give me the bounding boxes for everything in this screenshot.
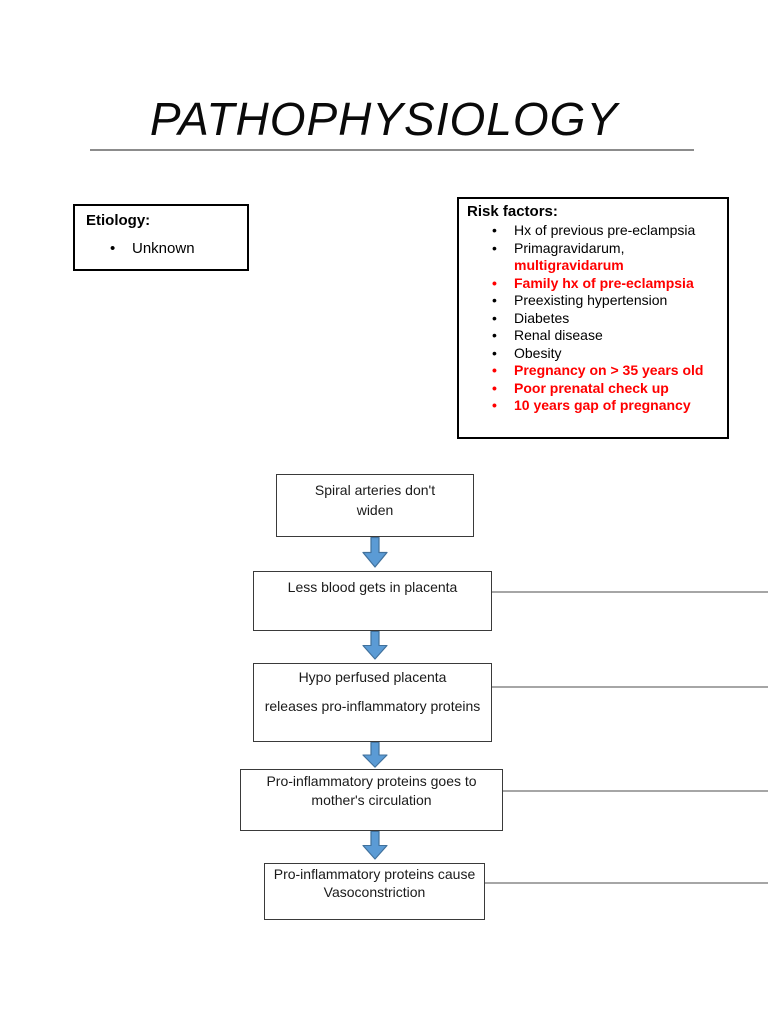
flow-step-line: Less blood gets in placenta — [287, 579, 458, 595]
bullet-item: • 10 years gap of pregnancy — [459, 397, 727, 415]
flow-step-line: releases pro-inflammatory proteins — [264, 698, 481, 714]
bullet-icon: • — [492, 344, 497, 361]
bullet-item: multigravidarum — [459, 257, 727, 275]
flow-step-line: widen — [356, 502, 394, 518]
bullet-item: • Pregnancy on > 35 years old — [459, 362, 727, 380]
connector-line — [503, 790, 768, 792]
bullet-icon: • — [492, 239, 497, 256]
down-arrow-icon — [362, 631, 388, 660]
bullet-label: 10 years gap of pregnancy — [514, 397, 691, 413]
bullet-item: • Obesity — [459, 345, 727, 363]
title-underline — [90, 149, 694, 151]
etiology-box: Etiology: • Unknown — [73, 204, 249, 271]
flow-step-line: Pro-inflammatory proteins cause — [273, 866, 476, 882]
arrow-shape — [362, 831, 388, 860]
bullet-icon: • — [492, 379, 497, 396]
bullet-item: • Primagravidarum, — [459, 240, 727, 258]
bullet-label: Hx of previous pre-eclampsia — [514, 222, 696, 238]
flow-step-line: mother's circulation — [311, 791, 432, 808]
arrow-shape — [362, 631, 388, 660]
flow-step-spiral-arteries: Spiral arteries don't widen — [276, 474, 474, 537]
flow-step-line: Spiral arteries don't — [314, 482, 436, 498]
bullet-label: Unknown — [132, 240, 195, 257]
risk-factors-box: Risk factors: • Hx of previous pre-eclamp… — [457, 197, 729, 439]
bullet-item: • Preexisting hypertension — [459, 292, 727, 310]
flow-step-hypo-perfused: Hypo perfused placenta releases pro-infl… — [253, 663, 492, 742]
connector-line — [492, 591, 768, 593]
bullet-label: Pregnancy on > 35 years old — [514, 362, 704, 378]
flow-step-line: Pro-inflammatory proteins goes to — [266, 773, 477, 789]
bullet-item: • Diabetes — [459, 310, 727, 328]
arrow-shape — [362, 537, 388, 568]
bullet-item: • Hx of previous pre-eclampsia — [459, 222, 727, 240]
flow-step-line: Hypo perfused placenta — [298, 669, 447, 685]
bullet-icon: • — [492, 274, 497, 291]
etiology-list: • Unknown — [75, 239, 247, 258]
bullet-icon: • — [492, 327, 497, 343]
bullet-item: • Poor prenatal check up — [459, 380, 727, 398]
risk-factors-heading: Risk factors: — [467, 203, 558, 220]
arrow-shape — [362, 742, 388, 768]
bullet-label: Renal disease — [514, 327, 603, 343]
bullet-icon: • — [492, 397, 497, 413]
down-arrow-icon — [362, 831, 388, 860]
flow-step-vasoconstriction: Pro-inflammatory proteins cause Vasocons… — [264, 863, 485, 920]
down-arrow-icon — [362, 537, 388, 568]
bullet-label: multigravidarum — [514, 257, 624, 273]
bullet-label: Primagravidarum, — [514, 239, 625, 256]
bullet-item: • Renal disease — [459, 327, 727, 345]
risk-factors-list: • Hx of previous pre-eclampsia • Primagravi… — [459, 222, 727, 415]
bullet-icon: • — [492, 309, 497, 326]
bullet-label: Preexisting hypertension — [514, 292, 668, 308]
bullet-icon: • — [492, 222, 497, 238]
bullet-label: Diabetes — [514, 309, 570, 326]
down-arrow-icon — [362, 742, 388, 768]
bullet-icon: • — [110, 240, 116, 257]
bullet-icon: • — [492, 362, 497, 378]
bullet-item: • Family hx of pre-eclampsia — [459, 275, 727, 293]
connector-line — [492, 686, 768, 688]
etiology-heading: Etiology: — [86, 212, 151, 229]
flow-step-proteins-circulation: Pro-inflammatory proteins goes to mother… — [240, 769, 503, 831]
bullet-item: • Unknown — [75, 239, 247, 258]
page-title: PATHOPHYSIOLOGY — [149, 93, 619, 145]
bullet-icon: • — [492, 292, 497, 308]
bullet-label: Family hx of pre-eclampsia — [514, 274, 694, 291]
bullet-label: Obesity — [514, 344, 562, 361]
flow-step-line: Vasoconstriction — [323, 883, 426, 900]
connector-line — [485, 882, 768, 884]
flow-step-less-blood: Less blood gets in placenta — [253, 571, 492, 631]
bullet-label: Poor prenatal check up — [514, 379, 669, 396]
